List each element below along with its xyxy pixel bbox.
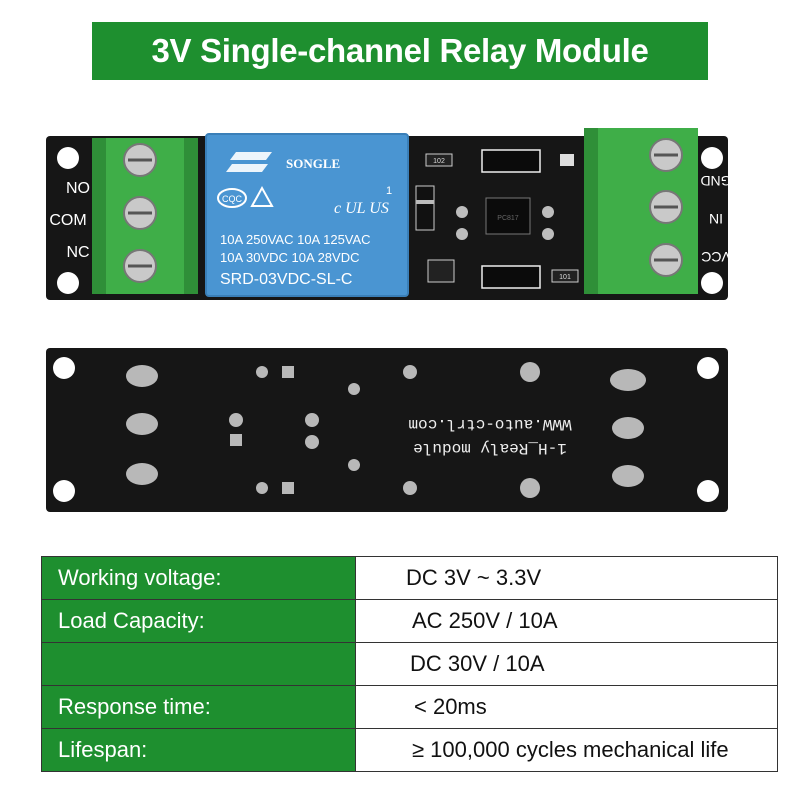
mount-hole: [57, 272, 79, 294]
terminal-label-gnd: GND: [700, 173, 731, 189]
cert-cqc: CQC: [222, 194, 243, 204]
terminal-label-nc: NC: [66, 244, 89, 261]
spec-label: Response time:: [41, 685, 356, 729]
resistor: [425, 153, 453, 167]
spec-value: ≥ 100,000 cycles mechanical life: [355, 728, 778, 772]
spec-label: Load Capacity:: [41, 599, 356, 643]
back-silkscreen-url: WWW.auto-ctrl.com: [408, 415, 571, 433]
spec-row: Lifespan: ≥ 100,000 cycles mechanical li…: [41, 728, 778, 772]
mount-hole: [697, 357, 719, 379]
spec-value: < 20ms: [355, 685, 778, 729]
spec-value: AC 250V / 10A: [355, 599, 778, 643]
terminal-label-com: COM: [49, 212, 86, 229]
led: [560, 154, 574, 166]
mount-hole: [57, 147, 79, 169]
diode: [415, 185, 435, 231]
spec-row: Load Capacity: AC 250V / 10A: [41, 599, 778, 643]
terminal-block-left: [92, 138, 198, 294]
resistor-label-1: 102: [433, 158, 445, 165]
relay-model: SRD-03VDC-SL-C: [220, 271, 352, 288]
spec-row: Working voltage: DC 3V ~ 3.3V: [41, 556, 778, 600]
mount-hole: [53, 357, 75, 379]
spec-value: DC 30V / 10A: [355, 642, 778, 686]
mount-hole: [697, 480, 719, 502]
resistor-label-2: 101: [559, 274, 571, 281]
spec-label: Working voltage:: [41, 556, 356, 600]
mount-hole: [701, 272, 723, 294]
spec-label: [41, 642, 356, 686]
mount-hole: [53, 480, 75, 502]
relay-rating-2: 10A 30VDC 10A 28VDC: [220, 250, 359, 265]
terminal-label-in: IN: [709, 211, 723, 227]
jumper: [481, 149, 541, 173]
spec-table: Working voltage: DC 3V ~ 3.3V Load Capac…: [41, 556, 778, 772]
spec-label: Lifespan:: [41, 728, 356, 772]
transistor: [427, 259, 455, 283]
relay-brand: SONGLE: [286, 156, 340, 171]
page-title: 3V Single-channel Relay Module: [151, 32, 649, 69]
relay: SONGLE CQC c UL US 1 10A 250VAC 10A 125V…: [205, 133, 409, 297]
spec-row: DC 30V / 10A: [41, 642, 778, 686]
cert-ul: c UL US: [334, 200, 389, 217]
spec-row: Response time: < 20ms: [41, 685, 778, 729]
optocoupler: [485, 197, 531, 235]
triangle-mark-icon: [250, 185, 274, 207]
cert-num: 1: [386, 185, 392, 197]
optocoupler-label: PC817: [497, 215, 519, 222]
cqc-logo-icon: [217, 188, 247, 208]
relay-rating-1: 10A 250VAC 10A 125VAC: [220, 232, 371, 247]
title-banner: 3V Single-channel Relay Module: [92, 22, 708, 80]
mount-hole: [701, 147, 723, 169]
terminal-label-vcc: VCC: [701, 249, 731, 265]
pcb-back: [46, 348, 728, 512]
terminal-block-right: [584, 128, 698, 294]
terminal-label-no: NO: [66, 180, 90, 197]
songle-logo-icon: [226, 152, 272, 172]
resistor: [551, 269, 579, 283]
solder-pads: [126, 362, 646, 498]
back-silkscreen-model: 1-H_Realy module: [413, 439, 567, 457]
spec-value: DC 3V ~ 3.3V: [355, 556, 778, 600]
jumper: [481, 265, 541, 289]
